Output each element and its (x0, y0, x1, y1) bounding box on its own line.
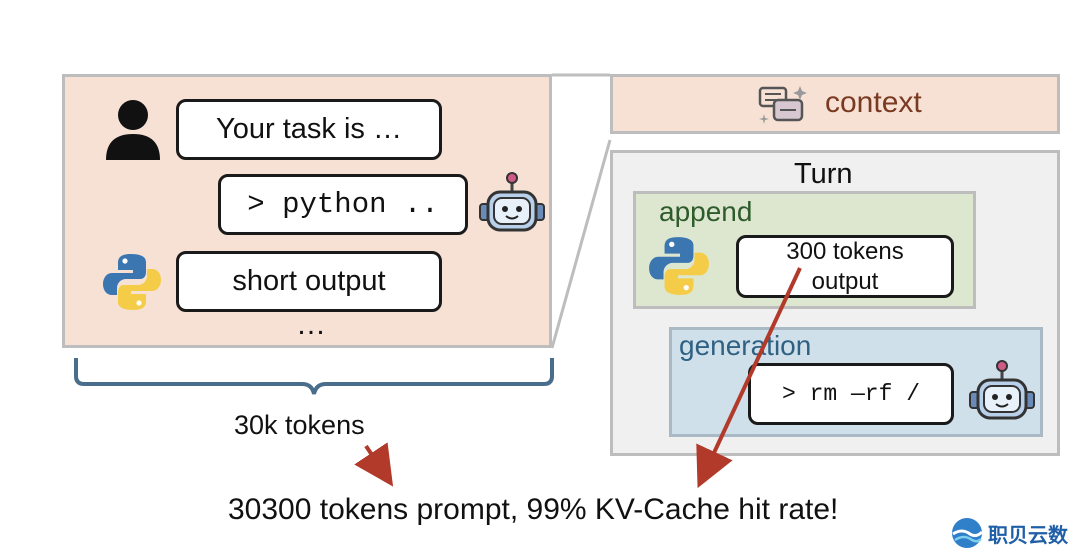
context-bar (610, 74, 1060, 134)
append-output-line2: output (811, 267, 879, 295)
generation-command-text: > rm —rf / (781, 381, 921, 407)
robot-icon (969, 360, 1035, 420)
assistant-command-bubble: > python .. (218, 174, 468, 235)
tool-output-text: short output (232, 265, 386, 297)
watermark-logo-icon (952, 518, 984, 548)
watermark: 职贝云数 (950, 516, 1068, 550)
turn-title: Turn (794, 158, 853, 190)
more-messages-ellipsis: … (296, 308, 329, 341)
context-label: context (825, 86, 922, 119)
arrow-icon (354, 442, 394, 487)
context-chat-icon (758, 86, 807, 124)
python-icon (103, 254, 161, 310)
user-icon (106, 100, 160, 160)
brace-token-label: 30k tokens (234, 410, 365, 440)
append-output-line1: 300 tokens (786, 237, 904, 265)
append-output-bubble: 300 tokens output (736, 235, 954, 298)
assistant-command-text: > python .. (247, 188, 439, 221)
generation-label: generation (679, 330, 812, 361)
brace-icon (74, 358, 554, 395)
user-message-text: Your task is … (216, 113, 402, 145)
append-label: append (659, 196, 753, 227)
watermark-text: 职贝云数 (988, 522, 1068, 547)
python-icon (649, 237, 709, 295)
robot-icon (479, 172, 545, 232)
generation-command-bubble: > rm —rf / (748, 363, 954, 425)
tool-output-bubble: short output (176, 251, 442, 312)
user-message-bubble: Your task is … (176, 99, 442, 160)
summary-text: 30300 tokens prompt, 99% KV-Cache hit ra… (228, 493, 839, 526)
